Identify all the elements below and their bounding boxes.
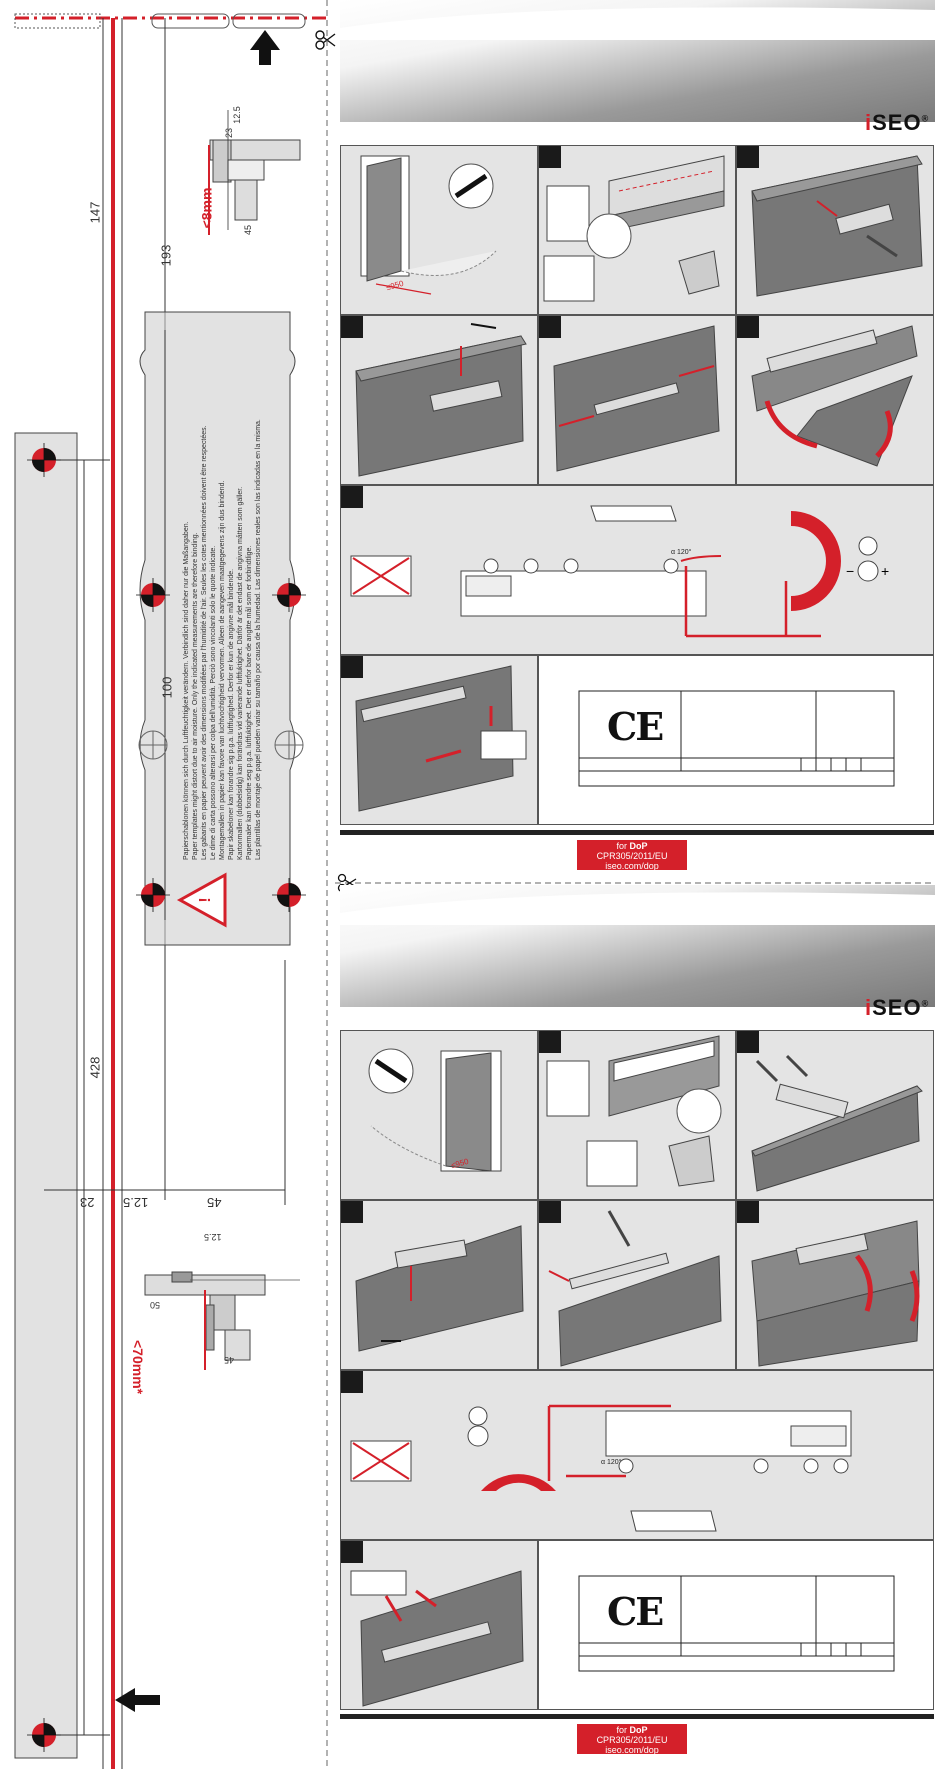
step-panel-angle: α 120° [340, 1370, 934, 1540]
drill-icon [668, 1135, 715, 1187]
bottom-detail-dimension-12-5: 12.5 [204, 1232, 222, 1242]
step-number [341, 486, 363, 508]
svg-text:!: ! [197, 897, 214, 902]
dop-badge: for DoP CPR305/2011/EU iseo.com/dop [577, 840, 687, 871]
dop-badge: for DoP CPR305/2011/EU iseo.com/dop [577, 1724, 687, 1755]
scissors-icon [315, 30, 336, 50]
step-panel-arm [538, 1200, 736, 1370]
step-panel-cover [340, 1540, 538, 1710]
humidity-warning: Papierschablonen können sich durch Luftf… [182, 419, 262, 861]
step-number [539, 146, 561, 168]
dimension-45: 45 [207, 1195, 222, 1210]
dimension-193: 193 [158, 244, 174, 267]
warning-icon: ! [176, 872, 227, 928]
iseo-logo: iSEO® [865, 995, 930, 1020]
drill-icon [678, 250, 720, 295]
angle-label: α 120° [671, 549, 692, 556]
detail-dimension-23: 23 [224, 127, 235, 139]
step-panel-template [538, 1030, 736, 1200]
step-panel-door: ≤950 [340, 145, 538, 315]
step-number [341, 1371, 363, 1393]
dimension-12-5: 12.5 [123, 1195, 149, 1210]
target-mark-icon [272, 578, 306, 612]
step-number [341, 1201, 363, 1223]
step-number [737, 1201, 759, 1223]
step-number [341, 656, 363, 678]
step-panel-body [340, 315, 538, 485]
step-number [737, 316, 759, 338]
detail-dimension-12-5: 12.5 [231, 106, 242, 124]
header-band [340, 0, 935, 122]
warning-line: Las plantillas de montaje de papel puede… [255, 419, 262, 860]
step-number [341, 1541, 363, 1563]
step-panel-drill [736, 1030, 934, 1200]
header-band [340, 885, 935, 1007]
step-panel-door: ≤950 [340, 1030, 538, 1200]
hex-key-icon [470, 323, 497, 329]
step-panel-body [340, 1200, 538, 1370]
step-panel-arm [538, 315, 736, 485]
screw-icon [866, 234, 898, 258]
step-number [737, 1031, 759, 1053]
section-bar [340, 830, 934, 835]
step-number [737, 146, 759, 168]
target-mark-icon [136, 878, 170, 912]
bottom-detail-dimension-50: 50 [150, 1300, 161, 1310]
svg-text:+: + [881, 563, 889, 579]
screw-icon [755, 1059, 779, 1083]
step-panel-adjust [736, 1200, 934, 1370]
warning-line: Montagemallen in papier kan favore van l… [219, 480, 226, 860]
target-mark-icon [27, 443, 61, 477]
target-mark-icon [136, 578, 170, 612]
top-limit-label: <8mm [198, 187, 215, 229]
iseo-logo: iSEO® [865, 110, 930, 135]
dimension-23: 23 [80, 1195, 95, 1210]
warning-line: Papierschablonen können sich durch Luftf… [183, 521, 190, 860]
arrow-left-icon [115, 1688, 160, 1712]
bottom-detail-dimension-45: 45 [224, 1355, 235, 1365]
warning-line: Les gabarits en papier peuvent avoir des… [201, 425, 208, 860]
step-number [539, 1031, 561, 1053]
dimension-147: 147 [87, 201, 103, 224]
step-panel-adjust [736, 315, 934, 485]
dimension-100: 100 [159, 676, 175, 699]
ce-mark: CE [607, 1589, 664, 1634]
step-number [341, 316, 363, 338]
ce-panel: CE [538, 1540, 934, 1710]
dimension-428: 428 [87, 1056, 103, 1079]
warning-line: Paper templates might distort due to air… [192, 532, 199, 860]
step-panel-cover [340, 655, 538, 825]
ce-mark: CE [607, 704, 664, 749]
step-number [539, 1201, 561, 1223]
angle-label: α 120° [601, 1459, 622, 1466]
target-mark-icon [272, 878, 306, 912]
arrow-up-icon [250, 30, 280, 65]
warning-line: Le dime di carta possono alterarsi per c… [210, 545, 217, 860]
template-drawing: ! [14, 13, 336, 1769]
warning-line: Kartonmallen (dubbelsidig) kan forändras… [237, 486, 244, 860]
step-panel-drill [736, 145, 934, 315]
detail-dimension-45: 45 [243, 224, 254, 236]
bottom-limit-label: <70mm* [130, 1340, 146, 1395]
svg-text:−: − [846, 563, 854, 579]
warning-line: Papir skabeloner kan forandre sig p.g.a.… [228, 568, 235, 860]
ce-panel: CE [538, 655, 934, 825]
step-panel-angle: − + α 120° [340, 485, 934, 655]
step-panel-template [538, 145, 736, 315]
step-number [539, 316, 561, 338]
target-mark-icon [27, 1718, 61, 1752]
section-bar [340, 1714, 934, 1719]
warning-line: Papermaler kan forandre seg p.g.a. luftf… [246, 545, 253, 860]
